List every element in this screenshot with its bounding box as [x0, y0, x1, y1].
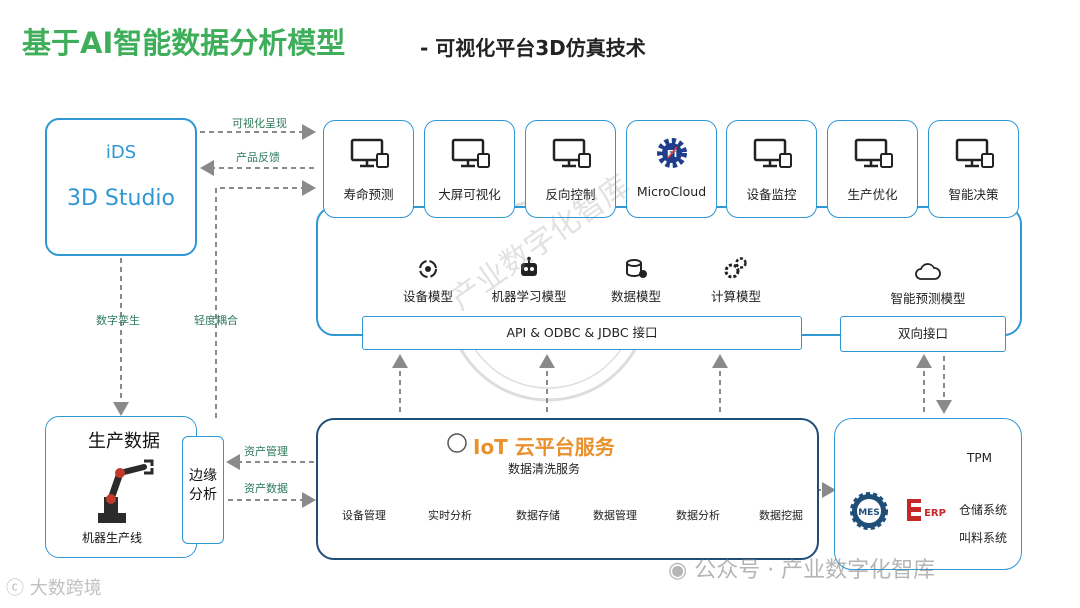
enterprise-systems-box: MES ERP TPM 仓储系统 叫料系统: [834, 418, 1022, 570]
monitor-icon: [955, 138, 994, 168]
flow-data-storage: 数据存储: [516, 509, 560, 522]
flow-data-mgmt: 数据管理: [593, 509, 637, 522]
model-label: 计算模型: [710, 289, 761, 304]
model-smart-prediction: 智能预测模型: [884, 262, 972, 307]
production-data-box: 生产数据 机器生产线: [45, 416, 197, 558]
wechat-watermark: ◉ 公众号 · 产业数字化智库: [668, 558, 936, 583]
erp-logo-icon: ERP: [907, 499, 946, 521]
device-cycle-icon: [419, 260, 437, 278]
app-card-smart-decision[interactable]: 智能决策: [928, 120, 1019, 218]
robot-icon: [521, 256, 537, 276]
app-label: 生产优化: [847, 187, 898, 202]
flow-realtime-analysis: 实时分析: [428, 509, 472, 522]
monitor-icon: [350, 138, 389, 168]
flow-data-analysis: 数据分析: [676, 509, 720, 522]
system-material-call: 叫料系统: [959, 531, 1008, 545]
bidirectional-interface: 双向接口: [840, 316, 1006, 352]
app-label: 设备监控: [746, 187, 797, 202]
link-asset-mgmt: 资产管理: [244, 445, 288, 458]
model-device: 设备模型: [398, 258, 458, 305]
link-visual: 可视化呈现: [232, 117, 287, 130]
app-card-device-monitor[interactable]: 设备监控: [726, 120, 817, 218]
monitor-icon: [552, 138, 591, 168]
gears-icon: [724, 257, 747, 279]
database-gear-icon: [626, 259, 647, 278]
studio-label: 3D Studio: [66, 186, 175, 211]
app-card-reverse-control[interactable]: 反向控制: [525, 120, 616, 218]
production-caption: 机器生产线: [82, 531, 143, 545]
api-interface: API & ODBC & JDBC 接口: [362, 316, 802, 350]
svg-text:Fi: Fi: [667, 149, 677, 160]
logo-watermark: ⓒ 大数跨境: [6, 578, 102, 599]
monitor-icon: [854, 138, 893, 168]
production-title: 生产数据: [88, 431, 160, 452]
robot-arm-icon: [98, 459, 154, 523]
gear-logo-icon: Fi: [657, 138, 687, 168]
logo-icon: ⓒ: [6, 578, 24, 599]
app-label: 智能决策: [948, 187, 999, 202]
circle-icon: [447, 433, 467, 453]
model-data: 数据模型: [606, 258, 666, 305]
link-feedback: 产品反馈: [236, 151, 280, 164]
edge-label: 边缘分析: [189, 468, 217, 503]
app-card-life-prediction[interactable]: 寿命预测: [323, 120, 414, 218]
svg-text:MES: MES: [858, 508, 880, 518]
page-title: 基于AI智能数据分析模型: [22, 26, 346, 60]
svg-text:ERP: ERP: [924, 508, 946, 519]
iot-platform-box: IoT 云平台服务 数据清洗服务: [316, 418, 819, 560]
app-label: 大屏可视化: [438, 187, 501, 202]
monitor-icon: [753, 138, 792, 168]
cloud-icon: [915, 263, 941, 280]
link-coupling: 轻度耦合: [194, 314, 238, 327]
model-compute: 计算模型: [706, 256, 766, 305]
link-digital-twin: 数字孪生: [96, 314, 140, 327]
app-label: MicroCloud: [636, 184, 707, 199]
model-machine-learning: 机器学习模型: [486, 256, 572, 305]
flow-data-mining: 数据挖掘: [759, 509, 803, 522]
iot-title: IoT 云平台服务: [473, 435, 615, 459]
app-card-production-optimize[interactable]: 生产优化: [827, 120, 918, 218]
model-platform: [316, 206, 1022, 336]
cleaning-service: 数据清洗服务: [508, 462, 581, 476]
model-label: 数据模型: [610, 289, 661, 304]
model-label: 智能预测模型: [890, 291, 966, 306]
ids-3d-studio-box: iDS 3D Studio: [45, 118, 197, 256]
wechat-icon: ◉: [668, 558, 688, 583]
edge-analysis-box: 边缘分析: [182, 436, 224, 544]
ids-label: iDS: [105, 142, 137, 163]
model-label: 设备模型: [402, 289, 453, 304]
monitor-icon: [451, 138, 490, 168]
app-label: 反向控制: [545, 187, 596, 202]
app-card-microcloud[interactable]: Fi MicroCloud: [626, 120, 717, 218]
mes-logo-icon: MES: [850, 492, 888, 530]
page-subtitle: - 可视化平台3D仿真技术: [420, 36, 646, 60]
flow-device-mgmt: 设备管理: [342, 509, 386, 522]
model-label: 机器学习模型: [491, 289, 567, 304]
system-tpm: TPM: [967, 451, 992, 465]
system-warehouse: 仓储系统: [959, 503, 1008, 517]
app-label: 寿命预测: [343, 187, 394, 202]
app-card-big-screen[interactable]: 大屏可视化: [424, 120, 515, 218]
link-asset-data: 资产数据: [244, 482, 288, 495]
